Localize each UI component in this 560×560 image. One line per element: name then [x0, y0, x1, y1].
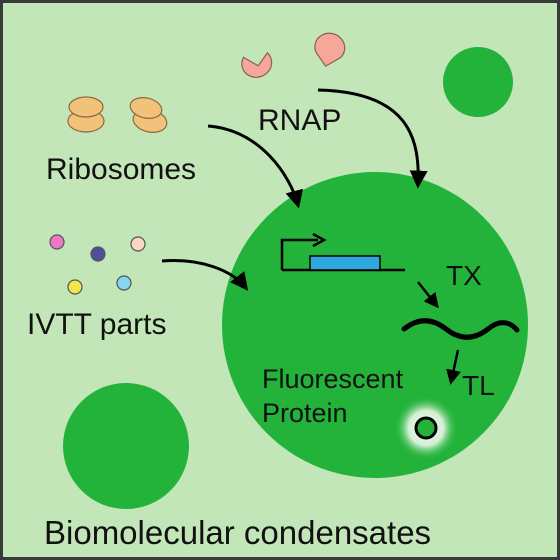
fluorescent-label-line2: Protein	[262, 398, 348, 428]
fluorescent-protein-icon	[394, 396, 458, 460]
rnap-icon	[241, 32, 346, 78]
ivtt-parts-label: IVTT parts	[27, 308, 166, 341]
ribosome-icon	[67, 96, 168, 133]
condensate-droplet-bottom-left	[63, 383, 189, 509]
arrow-transcription	[417, 281, 439, 309]
rnap-label: RNAP	[258, 104, 341, 137]
condensate-droplet-main	[222, 172, 528, 478]
arrow-translation	[446, 349, 461, 385]
gene-coding-box	[309, 255, 381, 271]
fluorescent-label-line1: Fluorescent	[262, 364, 404, 394]
gene-construct	[280, 232, 405, 272]
ivtt-parts-icon	[49, 234, 146, 295]
figure-title: Biomolecular condensates	[44, 514, 431, 551]
tl-label: TL	[462, 370, 495, 401]
arrow-ribosomes-to-condensate	[207, 124, 303, 209]
condensate-droplet-small	[443, 47, 513, 117]
arrow-rnap-to-condensate	[317, 88, 428, 189]
arrow-ivtt-to-condensate	[161, 259, 249, 291]
tx-label: TX	[446, 260, 482, 291]
mrna-icon	[401, 318, 520, 340]
ribosomes-label: Ribosomes	[46, 153, 196, 186]
